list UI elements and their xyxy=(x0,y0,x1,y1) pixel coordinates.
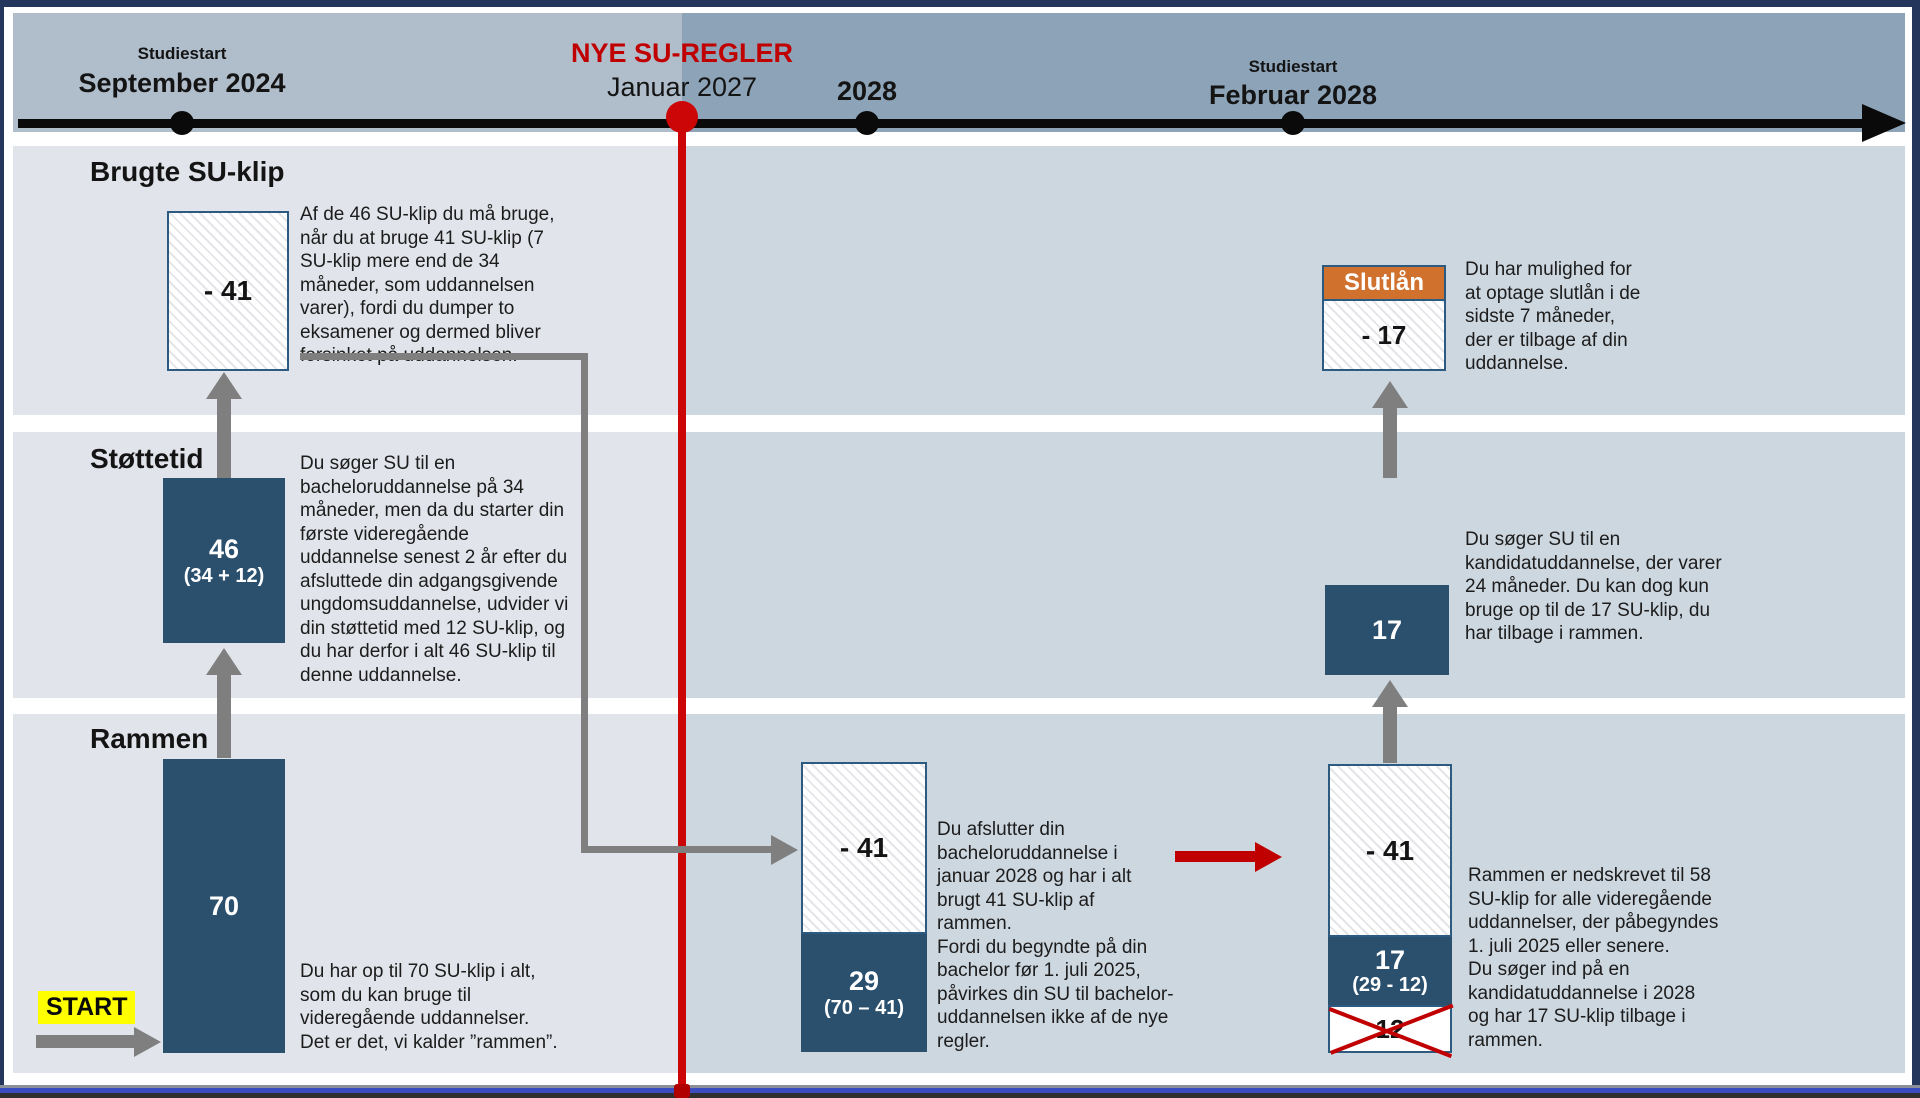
timeline-dot-nye-regler xyxy=(666,101,698,133)
frame-70-value: 70 xyxy=(208,891,240,921)
up-arrow-shaft xyxy=(1383,707,1397,763)
timeline-label-januar-2027: Januar 2027 xyxy=(606,72,758,102)
up-arrow-17-to-slutlaan xyxy=(1372,381,1408,478)
lane-title-stoettetid: Støttetid xyxy=(90,443,204,474)
frame-border-right xyxy=(1912,0,1920,1098)
timeline-label-nye-su-regler: NYE SU-REGLER xyxy=(570,38,794,68)
up-arrow-46-to-used xyxy=(206,372,242,487)
frame-mid-used-box: - 41 xyxy=(801,762,927,934)
slutlaan-header: Slutlån xyxy=(1322,265,1446,299)
lane-title-brugte-su-klip: Brugte SU-klip xyxy=(90,156,285,187)
red-event-line xyxy=(678,117,686,1093)
timeline-label-september-2024: September 2024 xyxy=(78,68,286,98)
frame-right-used-box: - 41 xyxy=(1328,764,1452,937)
frame-right-crossed-box: 12 xyxy=(1328,1003,1454,1059)
lane-used-right xyxy=(682,146,1905,415)
lane-support-right xyxy=(682,432,1905,698)
timeline-label-2028: 2028 xyxy=(836,76,898,106)
elbow-connector-arrowhead-icon xyxy=(771,835,798,865)
up-arrow-head-icon xyxy=(1372,680,1408,707)
timeline-dot-september-2024 xyxy=(170,111,194,135)
up-arrow-head-icon xyxy=(1372,381,1408,408)
bottom-divider-blue xyxy=(0,1088,1920,1093)
red-event-line-endcap xyxy=(674,1084,690,1098)
elbow-connector-bottom xyxy=(581,846,771,853)
frame-mid-note: Du afslutter din bacheloruddannelse i ja… xyxy=(937,819,1174,1052)
slutlaan-note: Du har mulighed for at optage slutlån i … xyxy=(1465,259,1641,374)
up-arrow-head-icon xyxy=(206,372,242,399)
lane-title-rammen: Rammen xyxy=(90,723,209,754)
timeline-label-februar-2028: Februar 2028 xyxy=(1208,80,1378,110)
support-46-box: 46 (34 + 12) xyxy=(163,478,285,643)
timeline-dot-februar-2028 xyxy=(1281,111,1305,135)
up-arrow-shaft xyxy=(217,399,231,487)
used-clips-note: Af de 46 SU-klip du må bruge, når du at … xyxy=(300,204,555,366)
slutlaan-value-box: - 17 xyxy=(1322,299,1446,371)
right-arrow-head-icon xyxy=(134,1027,161,1057)
header-band-before-rules xyxy=(13,13,682,132)
bottom-bar xyxy=(0,1093,1920,1098)
support-46-sub: (34 + 12) xyxy=(183,564,265,587)
up-arrow-shaft xyxy=(1383,408,1397,478)
frame-right-note: Rammen er nedskrevet til 58 SU-klip for … xyxy=(1468,865,1719,1051)
red-arrow-head-icon xyxy=(1255,842,1282,872)
timeline-label-studiestart-2: Studiestart xyxy=(1248,57,1338,76)
lane-support-left xyxy=(13,432,682,698)
support-46-value: 46 xyxy=(208,533,240,564)
start-badge: START xyxy=(38,991,136,1024)
frame-mid-left-sub: (70 – 41) xyxy=(823,997,905,1019)
frame-mid-left-box: 29 (70 – 41) xyxy=(801,934,927,1052)
up-arrow-head-icon xyxy=(206,648,242,675)
frame-border-top xyxy=(0,0,1920,7)
frame-right-left-sub: (29 - 12) xyxy=(1352,974,1428,996)
up-arrow-70-to-46 xyxy=(206,648,242,758)
right-arrow-shaft xyxy=(36,1035,134,1048)
frame-70-note: Du har op til 70 SU-klip i alt, som du k… xyxy=(300,961,558,1053)
timeline-axis xyxy=(18,119,1872,128)
used-clips-box: - 41 xyxy=(167,211,289,371)
frame-border-left xyxy=(0,0,4,1098)
up-arrow-frame-to-17 xyxy=(1372,680,1408,763)
frame-70-box: 70 xyxy=(163,759,285,1053)
elbow-connector-top xyxy=(300,353,588,360)
up-arrow-shaft xyxy=(217,675,231,758)
support-17-value: 17 xyxy=(1371,615,1403,645)
lane-used-left xyxy=(13,146,682,415)
elbow-connector-vertical xyxy=(581,353,588,853)
timeline-arrowhead-icon xyxy=(1862,104,1906,142)
timeline-dot-2028 xyxy=(855,111,879,135)
frame-right-left-value: 17 xyxy=(1374,945,1406,975)
red-arrow-shaft xyxy=(1175,851,1255,862)
frame-right-left-box: 17 (29 - 12) xyxy=(1328,937,1452,1005)
support-note: Du søger SU til en bacheloruddannelse på… xyxy=(300,453,569,686)
support-17-box: 17 xyxy=(1325,585,1449,675)
frame-mid-left-value: 29 xyxy=(848,966,880,996)
timeline-label-studiestart-1: Studiestart xyxy=(137,44,227,63)
support-17-note: Du søger SU til en kandidatuddannelse, d… xyxy=(1465,529,1722,644)
bottom-divider-gray xyxy=(0,1085,1920,1088)
